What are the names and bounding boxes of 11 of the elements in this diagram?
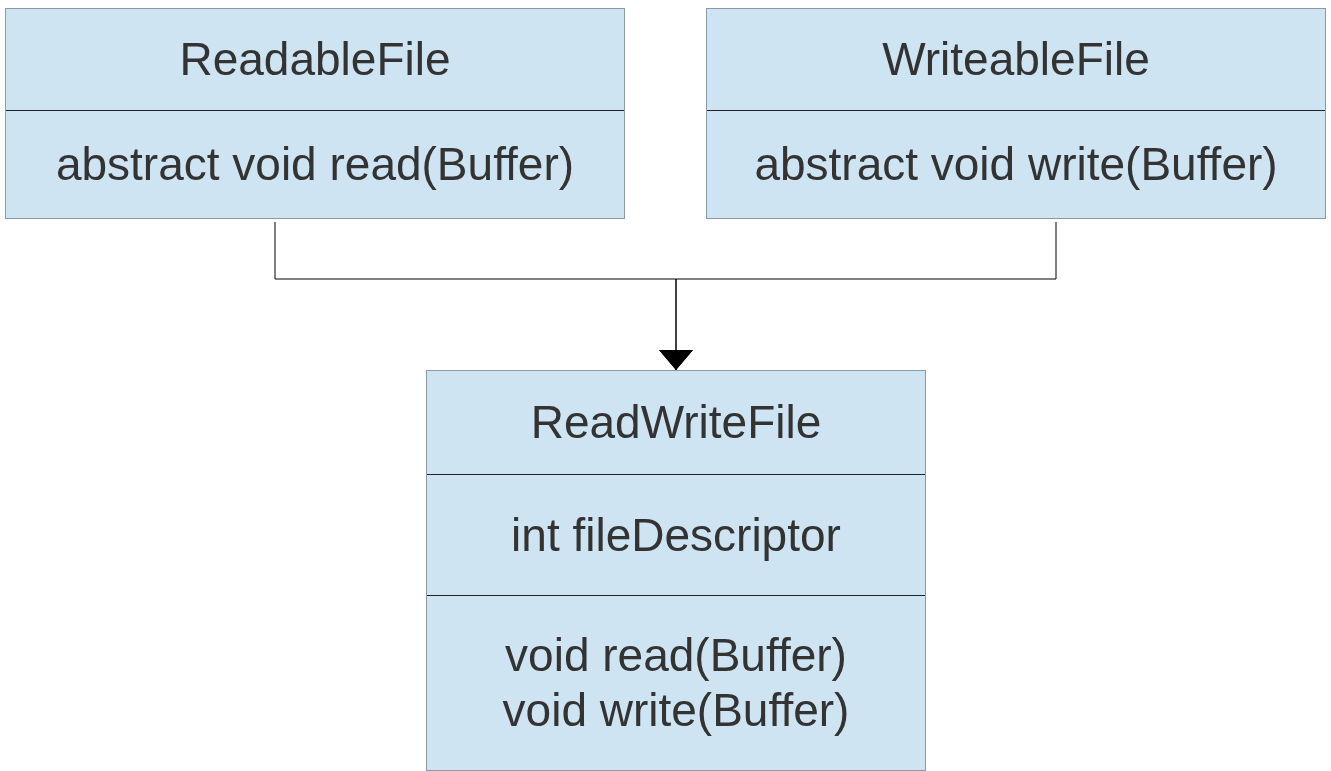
inheritance-arrow (659, 221, 1057, 371)
class-name: WriteableFile (882, 31, 1150, 87)
class-box (5, 8, 625, 219)
attribute-text: abstract void read(Buffer) (55, 136, 575, 192)
class-name: ReadWriteFile (530, 395, 822, 451)
method-text: void read(Buffer) void write(Buffer) (501, 627, 851, 738)
class-box (426, 370, 926, 771)
class-name: ReadableFile (179, 31, 451, 87)
attribute-text: int fileDescriptor (511, 507, 841, 563)
class-box (706, 8, 1326, 219)
attribute-text: abstract void write(Buffer) (754, 136, 1278, 192)
